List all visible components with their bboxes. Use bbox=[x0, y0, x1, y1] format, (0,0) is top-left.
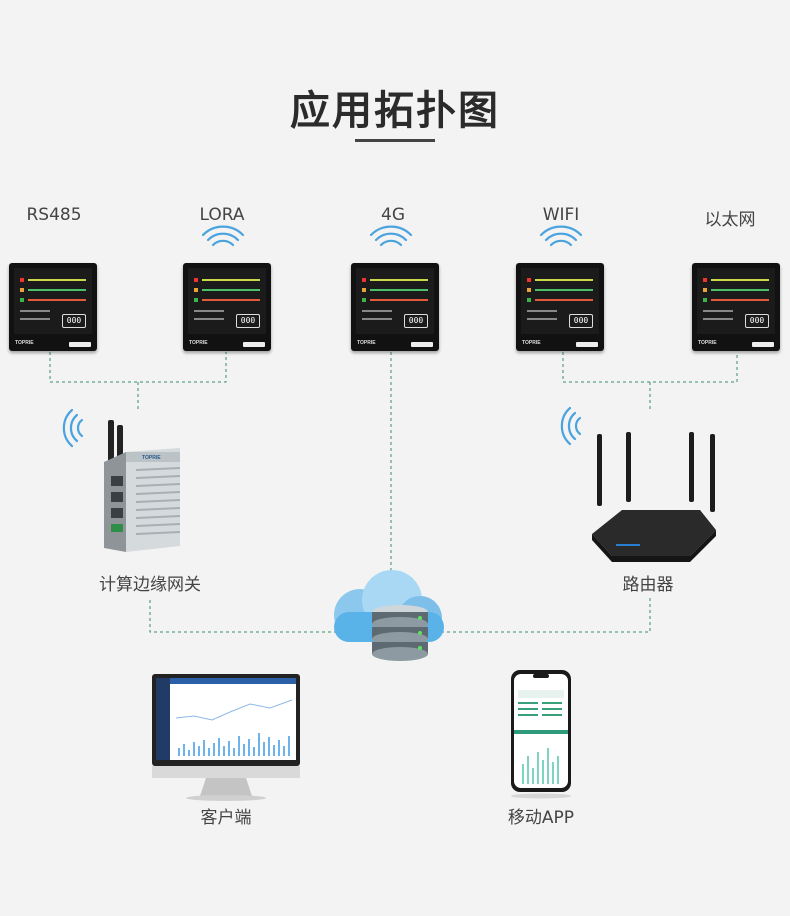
meter-screen: 000 bbox=[356, 268, 434, 334]
page-title: 应用拓扑图 bbox=[290, 88, 500, 134]
meter-brand: TOPRIE bbox=[189, 340, 208, 346]
wifi-icon-4g bbox=[369, 225, 413, 247]
meter-button bbox=[576, 342, 598, 347]
wifi-icon-wifi bbox=[539, 225, 583, 247]
svg-text:TOPRIE: TOPRIE bbox=[142, 455, 161, 461]
wifi-icon-router bbox=[560, 406, 582, 446]
meter-readout: 000 bbox=[569, 314, 593, 328]
meter-screen: 000 bbox=[14, 268, 92, 334]
wifi-icon-lora bbox=[201, 225, 245, 247]
meter-button bbox=[69, 342, 91, 347]
smartphone bbox=[511, 670, 571, 799]
router-label: 路由器 bbox=[622, 575, 674, 595]
desktop-monitor bbox=[152, 674, 300, 801]
meter-button bbox=[411, 342, 433, 347]
mobile-app-label: 移动APP bbox=[507, 808, 575, 828]
cloud-database-icon bbox=[334, 570, 444, 661]
meter-readout: 000 bbox=[62, 314, 86, 328]
protocol-label-ethernet: 以太网 bbox=[704, 210, 756, 230]
client-label: 客户端 bbox=[200, 808, 252, 828]
gateway-device: TOPRIE bbox=[104, 420, 181, 552]
meter-brand: TOPRIE bbox=[15, 340, 34, 346]
protocol-label-rs485: RS485 bbox=[26, 205, 82, 225]
link-rs485-lora bbox=[49, 352, 227, 383]
link-gateway-cloud bbox=[149, 600, 335, 633]
wifi-icon-gateway bbox=[62, 408, 84, 448]
meter-readout: 000 bbox=[745, 314, 769, 328]
meter-ethernet: 000 TOPRIE bbox=[692, 263, 780, 351]
link-wifi-ethernet bbox=[562, 352, 738, 383]
meter-lora: 000 TOPRIE bbox=[183, 263, 271, 351]
protocol-label-lora: LORA bbox=[199, 205, 245, 225]
meter-screen: 000 bbox=[521, 268, 599, 334]
meter-rs485: 000 TOPRIE bbox=[9, 263, 97, 351]
meter-screen: 000 bbox=[697, 268, 775, 334]
meter-button bbox=[243, 342, 265, 347]
title-underline bbox=[355, 139, 435, 142]
meter-brand: TOPRIE bbox=[357, 340, 376, 346]
meter-brand: TOPRIE bbox=[522, 340, 541, 346]
link-router-cloud bbox=[440, 598, 651, 633]
meter-button bbox=[752, 342, 774, 347]
connection-lines bbox=[49, 352, 738, 633]
meter-wifi: 000 TOPRIE bbox=[516, 263, 604, 351]
meter-screen: 000 bbox=[188, 268, 266, 334]
protocol-label-wifi: WIFI bbox=[542, 205, 580, 225]
meter-readout: 000 bbox=[404, 314, 428, 328]
meter-readout: 000 bbox=[236, 314, 260, 328]
meter-brand: TOPRIE bbox=[698, 340, 717, 346]
gateway-label: 计算边缘网关 bbox=[99, 575, 201, 595]
protocol-label-4g: 4G bbox=[381, 205, 405, 225]
router-device bbox=[592, 432, 716, 562]
meter-4g: 000 TOPRIE bbox=[351, 263, 439, 351]
